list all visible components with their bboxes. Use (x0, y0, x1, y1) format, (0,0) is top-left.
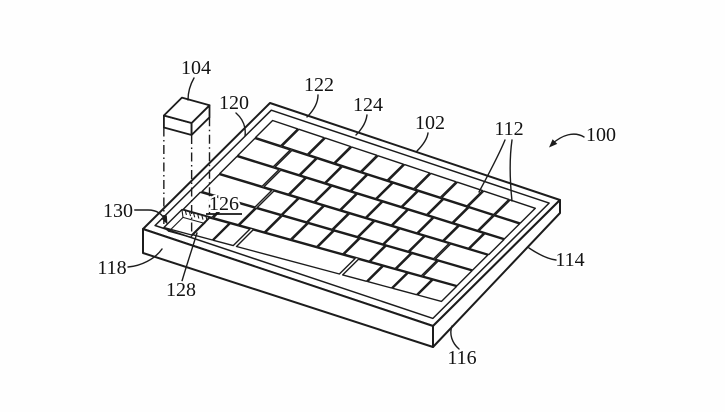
socket-hatch-tick (205, 216, 208, 221)
ref-label-124: 124 (353, 94, 383, 116)
key (289, 177, 332, 203)
leader-102 (416, 132, 429, 152)
leader-116 (450, 325, 460, 350)
key (369, 245, 412, 270)
key (308, 137, 352, 164)
key (366, 201, 408, 226)
key (291, 222, 334, 248)
ref-label-100: 100 (586, 124, 616, 146)
key (334, 146, 378, 173)
key (494, 199, 536, 224)
key (265, 215, 308, 240)
key (219, 155, 280, 187)
key (236, 137, 291, 168)
key (314, 185, 357, 211)
key (417, 217, 459, 242)
key (414, 172, 457, 198)
key (417, 279, 458, 303)
socket-hatch-tick (184, 210, 187, 216)
key (387, 163, 431, 190)
spacebar-key (235, 229, 356, 275)
key (254, 119, 299, 147)
key (212, 200, 256, 226)
leader-100-arrow-line (551, 133, 585, 145)
ref-label-118: 118 (97, 257, 126, 279)
leader-120 (235, 112, 246, 137)
key (367, 265, 408, 289)
ref-label-130: 130 (103, 200, 133, 222)
key-socket-wall-edge (181, 209, 184, 218)
arrowhead-100 (549, 139, 558, 148)
key (467, 190, 510, 216)
leader-128 (181, 232, 198, 282)
ref-label-102: 102 (415, 112, 445, 134)
key (340, 193, 383, 219)
socket-hatch-tick (192, 212, 196, 218)
key (342, 258, 383, 282)
key (325, 166, 368, 192)
removable-key-group (163, 96, 211, 136)
key-socket-wall-edge (163, 227, 170, 232)
key (238, 207, 282, 233)
key (401, 190, 443, 216)
ref-label-128: 128 (166, 279, 196, 301)
key (281, 128, 325, 155)
key (263, 169, 306, 195)
key (201, 173, 273, 208)
keyboard-inner-rim (154, 109, 550, 320)
ref-label-114: 114 (555, 249, 584, 271)
key (452, 206, 494, 232)
key (256, 190, 299, 216)
leader-124 (355, 114, 368, 136)
key (299, 157, 342, 184)
key (307, 205, 349, 230)
ref-label-126: 126 (209, 193, 239, 215)
key (434, 243, 489, 271)
leader-112-left (478, 139, 506, 193)
key (392, 272, 433, 296)
projection-lines-group (163, 117, 211, 233)
keyboard-drawing (142, 102, 561, 348)
key (182, 191, 230, 219)
key (427, 198, 469, 224)
key (395, 252, 438, 277)
key (478, 215, 521, 240)
annotations-group: 104 120 122 124 102 112 100 130 126 128 … (95, 55, 618, 371)
key (422, 260, 473, 287)
key (376, 182, 418, 208)
key (391, 209, 434, 234)
keyboard-right-face (432, 199, 561, 348)
socket-hatch-tick (188, 211, 192, 217)
socket-hatch-tick (197, 213, 200, 219)
key (343, 237, 386, 262)
key (212, 222, 251, 247)
leader-122 (306, 94, 319, 118)
key (281, 197, 324, 223)
key (441, 181, 484, 207)
key (408, 235, 450, 260)
arrowhead-130 (161, 215, 168, 225)
ref-label-104: 104 (181, 57, 211, 79)
key (383, 228, 425, 252)
key (317, 230, 360, 255)
key (274, 149, 317, 176)
removable-key-top-face (163, 96, 211, 124)
key (358, 220, 400, 245)
leader-114 (528, 247, 557, 261)
key-socket-floor (167, 216, 206, 238)
key (361, 155, 404, 181)
ref-label-122: 122 (304, 74, 334, 96)
ref-label-112: 112 (494, 118, 523, 140)
key (443, 225, 485, 249)
ref-label-120: 120 (219, 92, 249, 114)
key (332, 213, 375, 238)
socket-hatch-tick (201, 214, 204, 220)
leader-118 (127, 248, 163, 268)
leader-104 (187, 77, 195, 101)
ref-label-116: 116 (447, 347, 476, 369)
key (468, 233, 505, 256)
leader-112-right (509, 139, 513, 202)
key (350, 174, 393, 200)
